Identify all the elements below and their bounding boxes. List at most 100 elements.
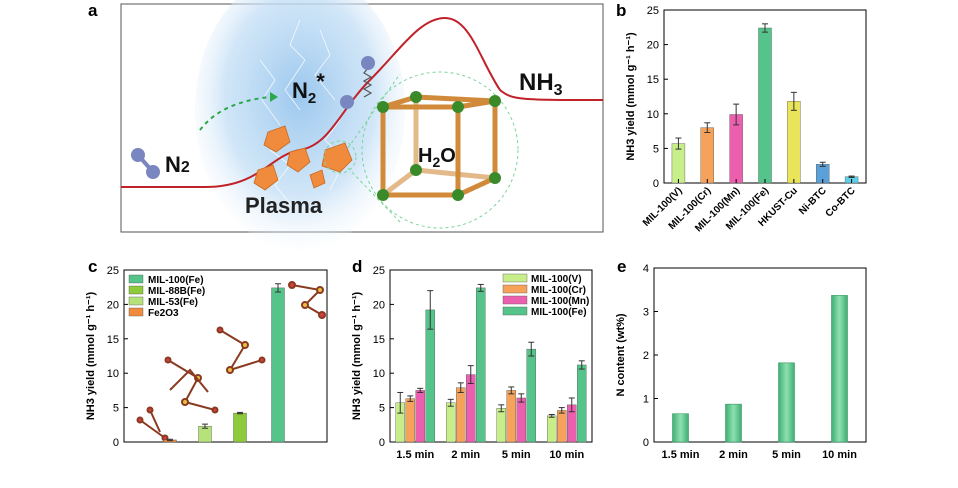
y-tick-label: 15 [107,334,119,346]
y-axis-label: NH3 yield (mmol g⁻¹ h⁻¹) [351,291,363,420]
zoom-line-bottom [347,167,401,223]
legend-label: MIL-100(Mn) [531,296,589,307]
y-tick-label: 0 [643,437,649,449]
y-tick-label: 2 [643,350,649,362]
fe2o3-structure [136,406,169,442]
zoom-circle [361,71,519,229]
bar [725,403,742,443]
n2-molecule-left [131,148,160,179]
legend-label: MIL-100(V) [531,274,582,285]
y-tick-label: 5 [113,403,119,415]
bar [496,408,506,443]
bar [415,390,425,443]
bar [516,397,526,443]
panel-label-c: c [88,257,97,276]
bar [526,348,536,443]
x-tick-label: 10 min [822,449,857,461]
y-tick-label: 0 [113,437,119,449]
bar [506,390,516,443]
legend-swatch [502,306,528,316]
bar [425,309,435,443]
bar [831,295,848,443]
bar [466,374,476,443]
legend-label: MIL-53(Fe) [148,297,198,308]
zoom-source [323,140,357,174]
x-tick-label: 2 min [719,449,748,461]
bar [456,387,466,443]
bar [577,364,587,443]
y-axis-label: NH3 yield (mmol g⁻¹ h⁻¹) [85,291,97,420]
mil88b-structure [216,326,266,374]
legend-swatch [128,307,144,317]
y-tick-label: 10 [373,368,385,380]
panel-label-e: e [617,257,626,276]
mil53-structure [164,356,219,414]
h2o-label: H2O [418,145,456,170]
bar [778,362,795,443]
mof-cube [380,94,498,198]
bar [557,410,567,443]
bar [672,413,689,443]
plasma-glow [195,0,405,250]
x-tick-label: 10 min [549,449,584,461]
y-tick-label: 25 [107,265,119,277]
x-tick-label: 5 min [772,449,801,461]
y-tick-label: 5 [653,143,659,155]
y-tick-label: 0 [653,178,659,190]
bar [700,127,714,184]
y-tick-label: 4 [643,263,649,275]
legend-swatch [128,274,144,284]
mil100-structure [288,281,326,319]
c-structures [136,281,326,442]
y-tick-label: 0 [379,437,385,449]
legend-label: MIL-100(Fe) [148,275,204,286]
plot-frame [389,269,593,443]
y-tick-label: 15 [373,334,385,346]
panel-label-b: b [616,1,626,20]
x-tick-label: Co-BTC [824,185,858,219]
chart-e: 0 1 2 3 4 N content (wt%) 1.5 min 2 min 5 min 10 … [615,263,867,461]
y-tick-label: 10 [107,368,119,380]
legend-label: MIL-100(Cr) [531,285,586,296]
y-tick-label: 20 [373,299,385,311]
y-tick-label: 25 [647,5,659,17]
panel-e: e 0 1 2 3 4 N content (wt%) 1.5 min 2 min 5 min 1… [615,257,867,461]
panel-label-a: a [88,1,98,20]
legend-label: MIL-100(Fe) [531,307,587,318]
bar [271,287,285,443]
legend-label: Fe2O3 [148,308,179,319]
bar [446,402,456,443]
mof-nodes [377,91,501,201]
y-axis-label: N content (wt%) [615,313,627,396]
arrow-head [270,92,278,102]
energy-curve [121,16,604,188]
bar [405,398,415,443]
n2-excited-molecule [340,56,375,109]
legend-swatch [502,273,528,283]
y-tick-label: 25 [373,265,385,277]
plasma-label: Plasma [245,193,323,218]
legend-swatch [502,295,528,305]
nh3-label: NH3 [519,69,563,99]
y-tick-label: 1 [643,394,649,406]
y-axis-label: NH3 yield (mmol g⁻¹ h⁻¹) [625,32,637,161]
y-tick-label: 3 [643,307,649,319]
panel-a: a N2 N2* NH3 [88,0,604,250]
y-tick-label: 15 [647,74,659,86]
x-tick-label: 1.5 min [662,449,700,461]
legend-label: MIL-88B(Fe) [148,286,205,297]
bar [476,287,486,443]
panel-label-d: d [352,257,362,276]
n2-label: N2 [165,152,190,177]
bar [787,101,801,184]
plot-frame [123,269,328,443]
y-tick-label: 20 [647,40,659,52]
x-tick-label: 2 min [451,449,480,461]
